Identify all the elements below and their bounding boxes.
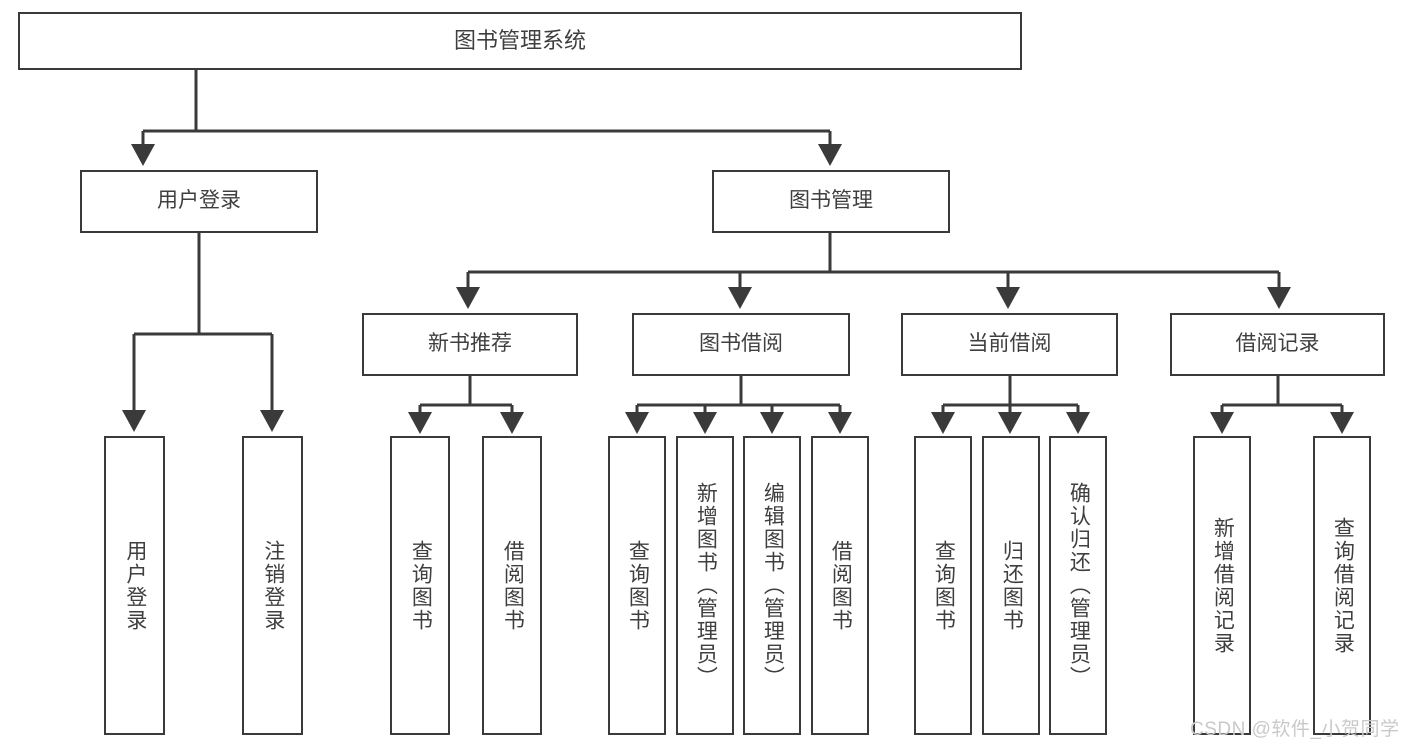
leaf-query-book-current[interactable]: 查询图书: [914, 436, 972, 735]
leaf-add-book-admin[interactable]: 新增图书（管理员）: [676, 436, 734, 735]
node-borrow-record[interactable]: 借阅记录: [1170, 313, 1385, 376]
leaf-confirm-return-admin[interactable]: 确认归还（管理员）: [1049, 436, 1107, 735]
leaf-edit-book-admin[interactable]: 编辑图书（管理员）: [743, 436, 801, 735]
csdn-watermark: CSDN @软件_小贺同学: [1190, 719, 1400, 740]
leaf-logout-login[interactable]: 注销登录: [242, 436, 303, 735]
leaf-return-book[interactable]: 归还图书: [982, 436, 1040, 735]
node-label: 借阅图书: [501, 539, 525, 632]
node-book-borrow[interactable]: 图书借阅: [632, 313, 850, 376]
node-label: 当前借阅: [967, 332, 1052, 356]
leaf-query-borrow-record[interactable]: 查询借阅记录: [1313, 436, 1371, 735]
leaf-query-book-borrow[interactable]: 查询图书: [608, 436, 666, 735]
leaf-query-book-recommend[interactable]: 查询图书: [390, 436, 450, 735]
leaf-add-borrow-record[interactable]: 新增借阅记录: [1193, 436, 1251, 735]
node-label: 新增图书（管理员）: [694, 482, 718, 689]
node-label: 注销登录: [261, 539, 285, 632]
node-label: 用户登录: [123, 539, 147, 632]
node-label: 用户登录: [157, 189, 241, 213]
node-label: 查询图书: [932, 539, 956, 632]
node-book-management[interactable]: 图书管理: [712, 170, 950, 233]
node-current-borrow[interactable]: 当前借阅: [901, 313, 1118, 376]
node-label: 图书借阅: [699, 332, 783, 356]
leaf-borrow-book-borrow[interactable]: 借阅图书: [811, 436, 869, 735]
leaf-user-login[interactable]: 用户登录: [104, 436, 165, 735]
node-label: 确认归还（管理员）: [1067, 482, 1091, 689]
leaf-borrow-book-recommend[interactable]: 借阅图书: [482, 436, 542, 735]
node-label: 新增借阅记录: [1211, 516, 1235, 655]
node-label: 归还图书: [1000, 539, 1024, 632]
node-new-book-recommend[interactable]: 新书推荐: [362, 313, 578, 376]
node-user-login[interactable]: 用户登录: [80, 170, 318, 233]
node-label: 编辑图书（管理员）: [761, 482, 785, 689]
node-label: 图书管理: [789, 189, 873, 213]
node-label: 图书管理系统: [453, 28, 586, 54]
node-label: 新书推荐: [428, 332, 512, 356]
node-label: 借阅图书: [829, 539, 853, 632]
node-label: 查询图书: [409, 539, 433, 632]
node-root-book-management-system[interactable]: 图书管理系统: [18, 12, 1022, 70]
node-label: 借阅记录: [1235, 332, 1320, 356]
node-label: 查询图书: [626, 539, 650, 632]
node-label: 查询借阅记录: [1331, 516, 1355, 655]
